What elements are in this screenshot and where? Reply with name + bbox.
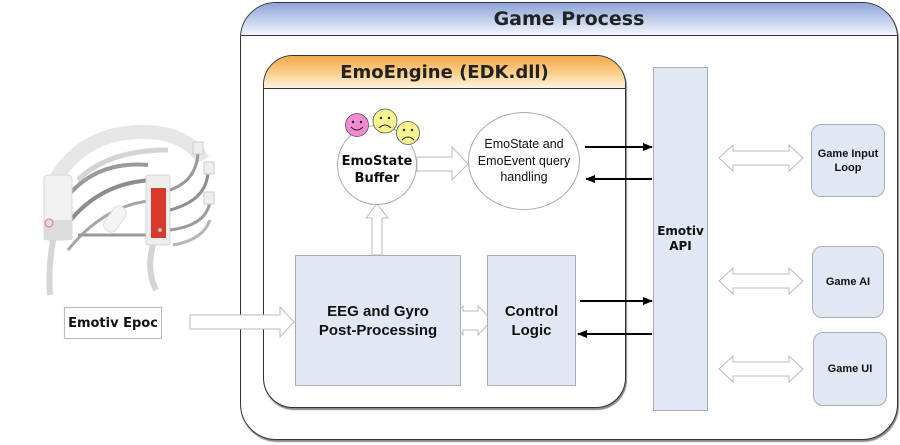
arrow-eeg-to-buffer xyxy=(364,203,390,256)
emotiv-api-block: Emotiv API xyxy=(653,67,708,411)
arrow-api-game-ai xyxy=(718,266,804,296)
control-line2: Logic xyxy=(511,321,552,339)
eeg-line1: EEG and Gyro xyxy=(327,302,429,320)
game-ui-block: Game UI xyxy=(813,332,887,406)
query-handling-line1: EmoState and xyxy=(484,137,564,152)
game-ui-label: Game UI xyxy=(827,363,873,375)
gil-line2: Loop xyxy=(834,161,862,174)
emostate-buffer-line2: Buffer xyxy=(354,171,400,186)
game-process-title: Game Process xyxy=(241,3,897,36)
control-logic-block: Control Logic xyxy=(487,255,576,386)
api-line2: API xyxy=(669,239,692,253)
eeg-postprocessing-block: EEG and Gyro Post-Processing xyxy=(295,255,461,386)
gil-line1: Game Input xyxy=(817,147,879,160)
emostate-buffer-node: EmoState Buffer xyxy=(337,125,417,205)
emostate-buffer-line1: EmoState xyxy=(341,154,413,169)
api-line1: Emotiv xyxy=(657,224,704,238)
arrow-api-game-ui xyxy=(718,354,804,384)
arrow-epoc-to-eeg xyxy=(189,305,295,339)
arrow-buffer-to-query xyxy=(416,145,469,182)
emoengine-title: EmoEngine (EDK.dll) xyxy=(264,56,625,89)
arrow-api-input-loop xyxy=(718,143,804,173)
query-handling-node: EmoState and EmoEvent query handling xyxy=(468,112,580,210)
eeg-line2: Post-Processing xyxy=(318,321,438,339)
control-line1: Control xyxy=(504,302,559,320)
query-handling-line3: handling xyxy=(500,170,548,185)
emotiv-epoc-label: Emotiv Epoc xyxy=(64,307,162,339)
game-ai-block: Game AI xyxy=(812,246,884,318)
emotiv-epoc-headset-image xyxy=(43,124,215,296)
game-input-loop-block: Game Input Loop xyxy=(811,124,885,197)
query-handling-line2: EmoEvent query xyxy=(477,153,571,168)
game-ai-label: Game AI xyxy=(825,276,871,288)
